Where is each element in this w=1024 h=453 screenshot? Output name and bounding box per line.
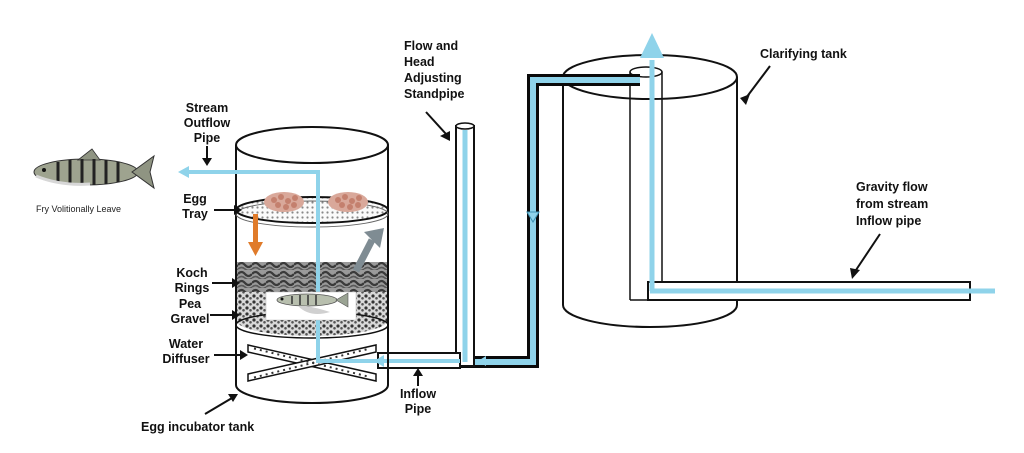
down-arrow-icon: [526, 211, 540, 223]
svg-text:Rings: Rings: [175, 281, 210, 295]
stream-outflow-label: Stream Outflow Pipe: [184, 101, 231, 166]
svg-text:Tray: Tray: [182, 207, 208, 221]
left-arrow-icon: [178, 166, 189, 178]
down-arrow-icon: [248, 214, 263, 256]
standpipe-label: Flow and Head Adjusting Standpipe: [404, 39, 464, 141]
svg-text:Pipe: Pipe: [405, 402, 431, 416]
svg-text:Head: Head: [404, 55, 435, 69]
svg-text:Outflow: Outflow: [184, 116, 231, 130]
inflow-pipe: [374, 352, 500, 369]
svg-text:Water: Water: [169, 337, 203, 351]
egg-incubator-tank-label: Egg incubator tank: [141, 394, 254, 434]
svg-text:Koch: Koch: [176, 266, 207, 280]
egg-tray-label: Egg Tray: [182, 192, 242, 221]
clarifier-upflow: [640, 33, 664, 291]
svg-text:Flow and: Flow and: [404, 39, 458, 53]
water-diffuser: [247, 344, 377, 382]
egg-cluster-icon: [328, 192, 368, 212]
svg-text:Adjusting: Adjusting: [404, 71, 462, 85]
pea-gravel-label: Pea Gravel: [171, 297, 240, 326]
inflow-pipe-label: Inflow Pipe: [400, 368, 436, 416]
water-diffuser-label: Water Diffuser: [162, 337, 248, 366]
svg-text:Gravel: Gravel: [171, 312, 210, 326]
svg-text:Pea: Pea: [179, 297, 202, 311]
svg-text:Clarifying tank: Clarifying tank: [760, 47, 847, 61]
svg-text:Gravity flow: Gravity flow: [856, 180, 928, 194]
svg-text:Stream: Stream: [186, 101, 228, 115]
svg-text:Pipe: Pipe: [194, 131, 220, 145]
fry-icon: [265, 291, 357, 321]
fry-label: Fry Volitionally Leave: [36, 204, 121, 214]
svg-text:Egg: Egg: [183, 192, 207, 206]
egg-cluster-icon: [264, 192, 304, 212]
standpipe: [455, 122, 475, 367]
gravity-flow-label: Gravity flow from stream Inflow pipe: [850, 180, 928, 279]
fry-leaving-icon: [33, 148, 155, 190]
clarifying-tank-label: Clarifying tank: [740, 47, 847, 105]
koch-rings-label: Koch Rings: [175, 266, 240, 295]
svg-text:Egg incubator tank: Egg incubator tank: [141, 420, 254, 434]
left-arrow-icon: [374, 355, 384, 367]
svg-text:Inflow pipe: Inflow pipe: [856, 214, 921, 228]
svg-text:Diffuser: Diffuser: [162, 352, 209, 366]
up-arrow-icon: [640, 33, 664, 58]
gravity-inflow-pipe: [647, 281, 995, 301]
svg-text:Standpipe: Standpipe: [404, 87, 464, 101]
svg-text:from stream: from stream: [856, 197, 928, 211]
up-arrow-icon: [352, 228, 384, 273]
svg-text:Inflow: Inflow: [400, 387, 436, 401]
egg-incubator-tank: [178, 126, 389, 404]
